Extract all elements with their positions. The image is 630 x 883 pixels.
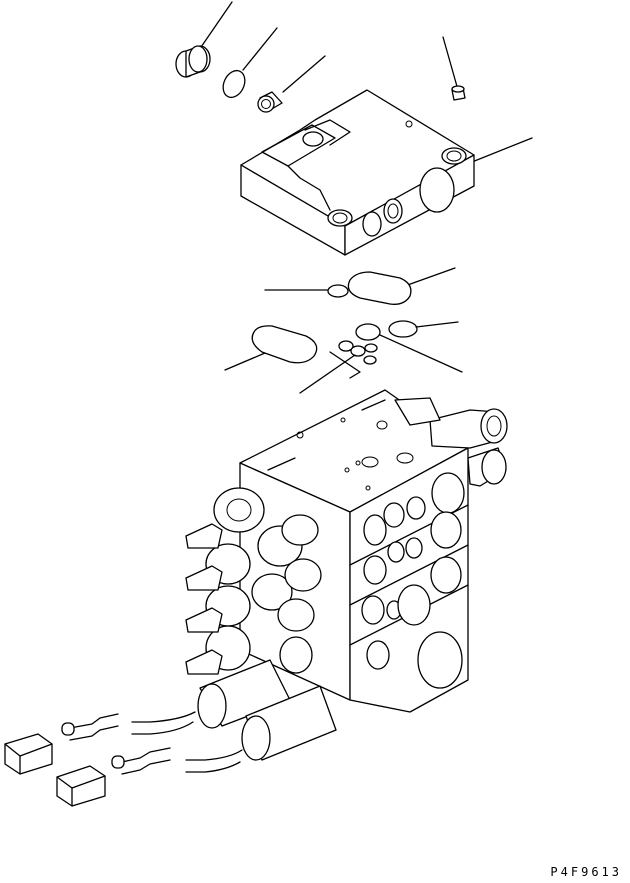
seal-icon	[224, 320, 463, 373]
plug-icon	[442, 36, 466, 101]
bushing-icon	[257, 55, 326, 113]
valve-cover-icon	[240, 89, 533, 256]
seal-icon	[264, 267, 456, 305]
connector-icon	[4, 733, 53, 775]
o-ring-icon	[299, 340, 378, 394]
control-valve-icon	[185, 389, 508, 761]
drawing-code: P4F9613	[550, 865, 622, 879]
o-ring-icon	[222, 27, 278, 99]
connector-icon	[56, 765, 106, 807]
wire-harness-icon	[61, 711, 243, 775]
cap-plug-icon	[175, 1, 233, 78]
